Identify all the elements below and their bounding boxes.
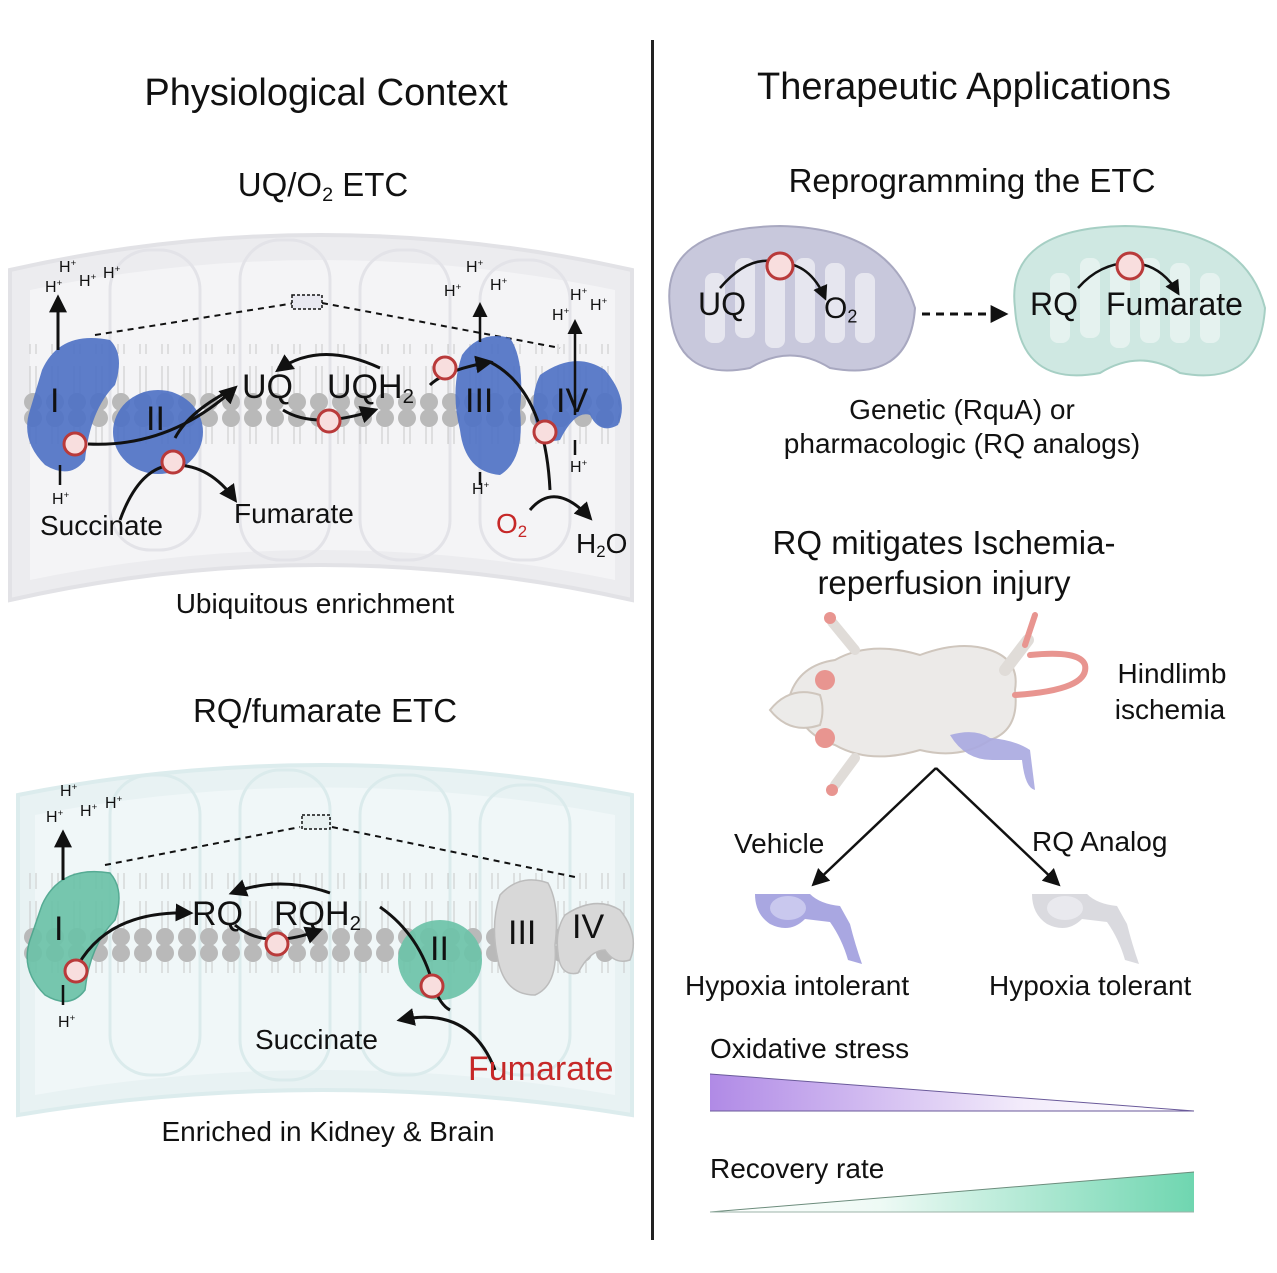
title-text-suffix: ETC xyxy=(333,166,409,203)
rqh2-label: RQH2 xyxy=(274,895,361,936)
complex-II-label: II xyxy=(430,930,449,968)
proton-label: H+ xyxy=(52,490,70,508)
model-label-line2: ischemia xyxy=(1114,694,1226,725)
outcome-vehicle: Hypoxia intolerant xyxy=(685,970,910,1001)
oxidative-stress-label: Oxidative stress xyxy=(710,1033,910,1064)
right-panel-title: Therapeutic Applications xyxy=(756,66,1172,108)
complex-II xyxy=(398,920,482,1000)
reprogramming-diagram xyxy=(668,224,1267,377)
fumarate-label: Fumarate xyxy=(234,498,354,529)
model-label-line1: Hindlimb xyxy=(1117,658,1227,689)
top-diagram-title: UQ/O2 ETC xyxy=(238,166,409,207)
limb-rq-analog xyxy=(1032,894,1139,964)
treatment-branches xyxy=(811,767,1061,887)
bottom-etc-diagram xyxy=(16,763,635,1118)
proton-label: H+ xyxy=(105,794,123,812)
top-proton-cluster-1: H+ H+ H+ H+ xyxy=(45,258,135,298)
top-etc-diagram xyxy=(8,233,634,603)
proton-label: H+ xyxy=(590,296,608,314)
h2o-label: H2O xyxy=(576,528,628,562)
rq-analog-label: RQ Analog xyxy=(1032,826,1168,857)
proton-label: H+ xyxy=(59,258,77,276)
reprogram-caption-line2: pharmacologic (RQ analogs) xyxy=(783,428,1141,459)
left-panel-title: Physiological Context xyxy=(144,72,508,114)
proton-label: H+ xyxy=(552,306,570,324)
succinate-label: Succinate xyxy=(40,510,163,541)
bottom-diagram-caption: Enriched in Kidney & Brain xyxy=(161,1116,495,1147)
proton-label: H+ xyxy=(103,264,121,282)
o2-label: O2 xyxy=(824,292,858,327)
panel-divider xyxy=(651,40,654,1240)
proton-label: H+ xyxy=(466,258,484,276)
zoom-box xyxy=(291,294,323,310)
outcome-rq-analog: Hypoxia tolerant xyxy=(989,970,1192,1001)
complex-III-label: III xyxy=(508,914,537,952)
reprogram-title: Reprogramming the ETC xyxy=(788,162,1156,199)
reprogram-caption-line1: Genetic (RquA) or xyxy=(849,394,1075,425)
oxidative-stress-wedge xyxy=(709,1073,1195,1112)
mouse-illustration xyxy=(768,612,1089,796)
rq-label: RQ xyxy=(1030,286,1078,322)
ischemic-hindlimb xyxy=(950,732,1035,790)
o2-label: O2 xyxy=(496,508,528,542)
zoom-guide-right xyxy=(321,302,561,349)
complex-IV xyxy=(533,361,622,441)
complex-I-label: I xyxy=(50,382,60,420)
recovery-rate-label: Recovery rate xyxy=(710,1153,885,1184)
complex-I-label: I xyxy=(54,910,64,948)
proton-label: H+ xyxy=(570,286,588,304)
mitochondrion-uq xyxy=(668,224,917,372)
zoom-guide-left xyxy=(94,302,296,336)
uq-label: UQ xyxy=(242,368,293,406)
succinate-label: Succinate xyxy=(255,1024,378,1055)
ischemia-title-line1: RQ mitigates Ischemia- xyxy=(772,524,1116,561)
proton-label: H+ xyxy=(79,272,97,290)
complex-III xyxy=(493,879,558,996)
top-diagram-caption: Ubiquitous enrichment xyxy=(175,588,455,619)
proton-label: H+ xyxy=(570,458,588,476)
electron-markers xyxy=(62,355,558,475)
title-text: UQ/O xyxy=(237,166,323,203)
complex-IV xyxy=(556,902,635,975)
limb-vehicle xyxy=(755,894,862,964)
fumarate-acceptor-label: Fumarate xyxy=(468,1050,614,1088)
proton-label: H+ xyxy=(444,282,462,300)
rq-label: RQ xyxy=(192,895,243,933)
title-subscript: 2 xyxy=(322,183,334,206)
vehicle-label: Vehicle xyxy=(734,828,825,859)
recovery-rate-wedge xyxy=(709,1171,1195,1213)
proton-label: H+ xyxy=(45,278,63,296)
complex-I xyxy=(26,870,120,1003)
ischemia-title-line2: reperfusion injury xyxy=(817,564,1071,601)
complex-III-label: III xyxy=(465,382,494,420)
complex-IV-label: IV xyxy=(556,382,589,420)
fumarate-label: Fumarate xyxy=(1106,286,1243,322)
proton-label: H+ xyxy=(58,1013,76,1031)
uqh2-label: UQH2 xyxy=(327,368,414,409)
complex-II-label: II xyxy=(146,400,165,438)
complex-I xyxy=(27,338,120,472)
proton-label: H+ xyxy=(490,276,508,294)
proton-label: H+ xyxy=(80,802,98,820)
proton-label: H+ xyxy=(60,782,78,800)
uq-label: UQ xyxy=(698,286,746,322)
proton-label: H+ xyxy=(46,808,64,826)
complex-IV-label: IV xyxy=(572,908,605,946)
bottom-diagram-title: RQ/fumarate ETC xyxy=(192,692,458,729)
proton-label: H+ xyxy=(472,480,490,498)
